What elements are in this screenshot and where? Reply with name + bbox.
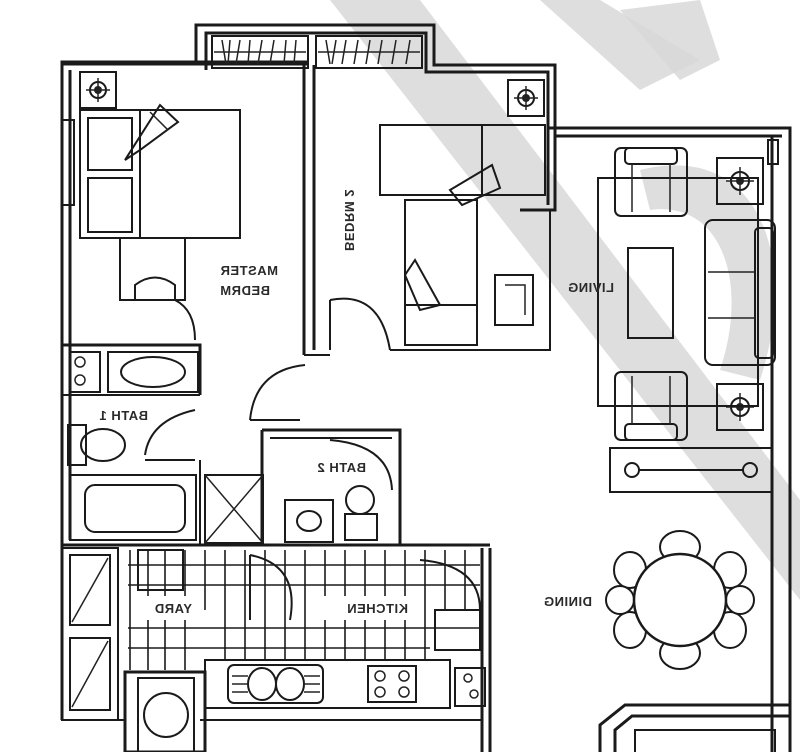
- living-label: LIVING: [568, 280, 614, 295]
- interior-walls: [61, 65, 551, 752]
- window-frame: [767, 139, 779, 165]
- kitchen-tile-grid: [128, 549, 481, 670]
- bedroom2-bed: [379, 124, 546, 346]
- lamp-icon: [507, 79, 545, 117]
- bedroom2-door-swing: [329, 297, 391, 351]
- dining-table: [605, 530, 755, 670]
- sofa: [704, 219, 776, 366]
- master-bedroom-label-1: MASTER: [220, 263, 278, 278]
- yard-shutters: [61, 547, 119, 721]
- tv-console: [609, 447, 773, 493]
- lamp-icon: [79, 71, 117, 109]
- armchair-top: [614, 147, 688, 217]
- coffee-table: [627, 247, 674, 339]
- bath2-label: BATH 2: [317, 460, 366, 475]
- bedroom2-label: BEDRM 2: [342, 189, 357, 251]
- master-door-swing: [249, 364, 306, 421]
- bath1-label: BATH 1: [99, 408, 148, 423]
- master-bedroom-label-2: BEDRM: [220, 283, 270, 298]
- kitchen-counter: [204, 659, 451, 709]
- wardrobe-left: [211, 35, 309, 69]
- bedroom2-desk: [494, 274, 534, 326]
- master-chair: [119, 238, 196, 341]
- stove-icon: [367, 665, 417, 703]
- kitchen-label: KITCHEN: [347, 601, 408, 616]
- living-rug: [597, 177, 759, 407]
- dining-label: DINING: [544, 594, 593, 609]
- armchair-bottom: [614, 371, 688, 441]
- fridge-icon: [454, 667, 486, 707]
- master-bed: [79, 103, 241, 239]
- bath1-fixtures: [67, 351, 199, 541]
- bath2-fixtures: [284, 439, 393, 543]
- washing-machine: [123, 670, 207, 752]
- wardrobe-right: [315, 35, 423, 69]
- yard-label: YARD: [154, 601, 192, 616]
